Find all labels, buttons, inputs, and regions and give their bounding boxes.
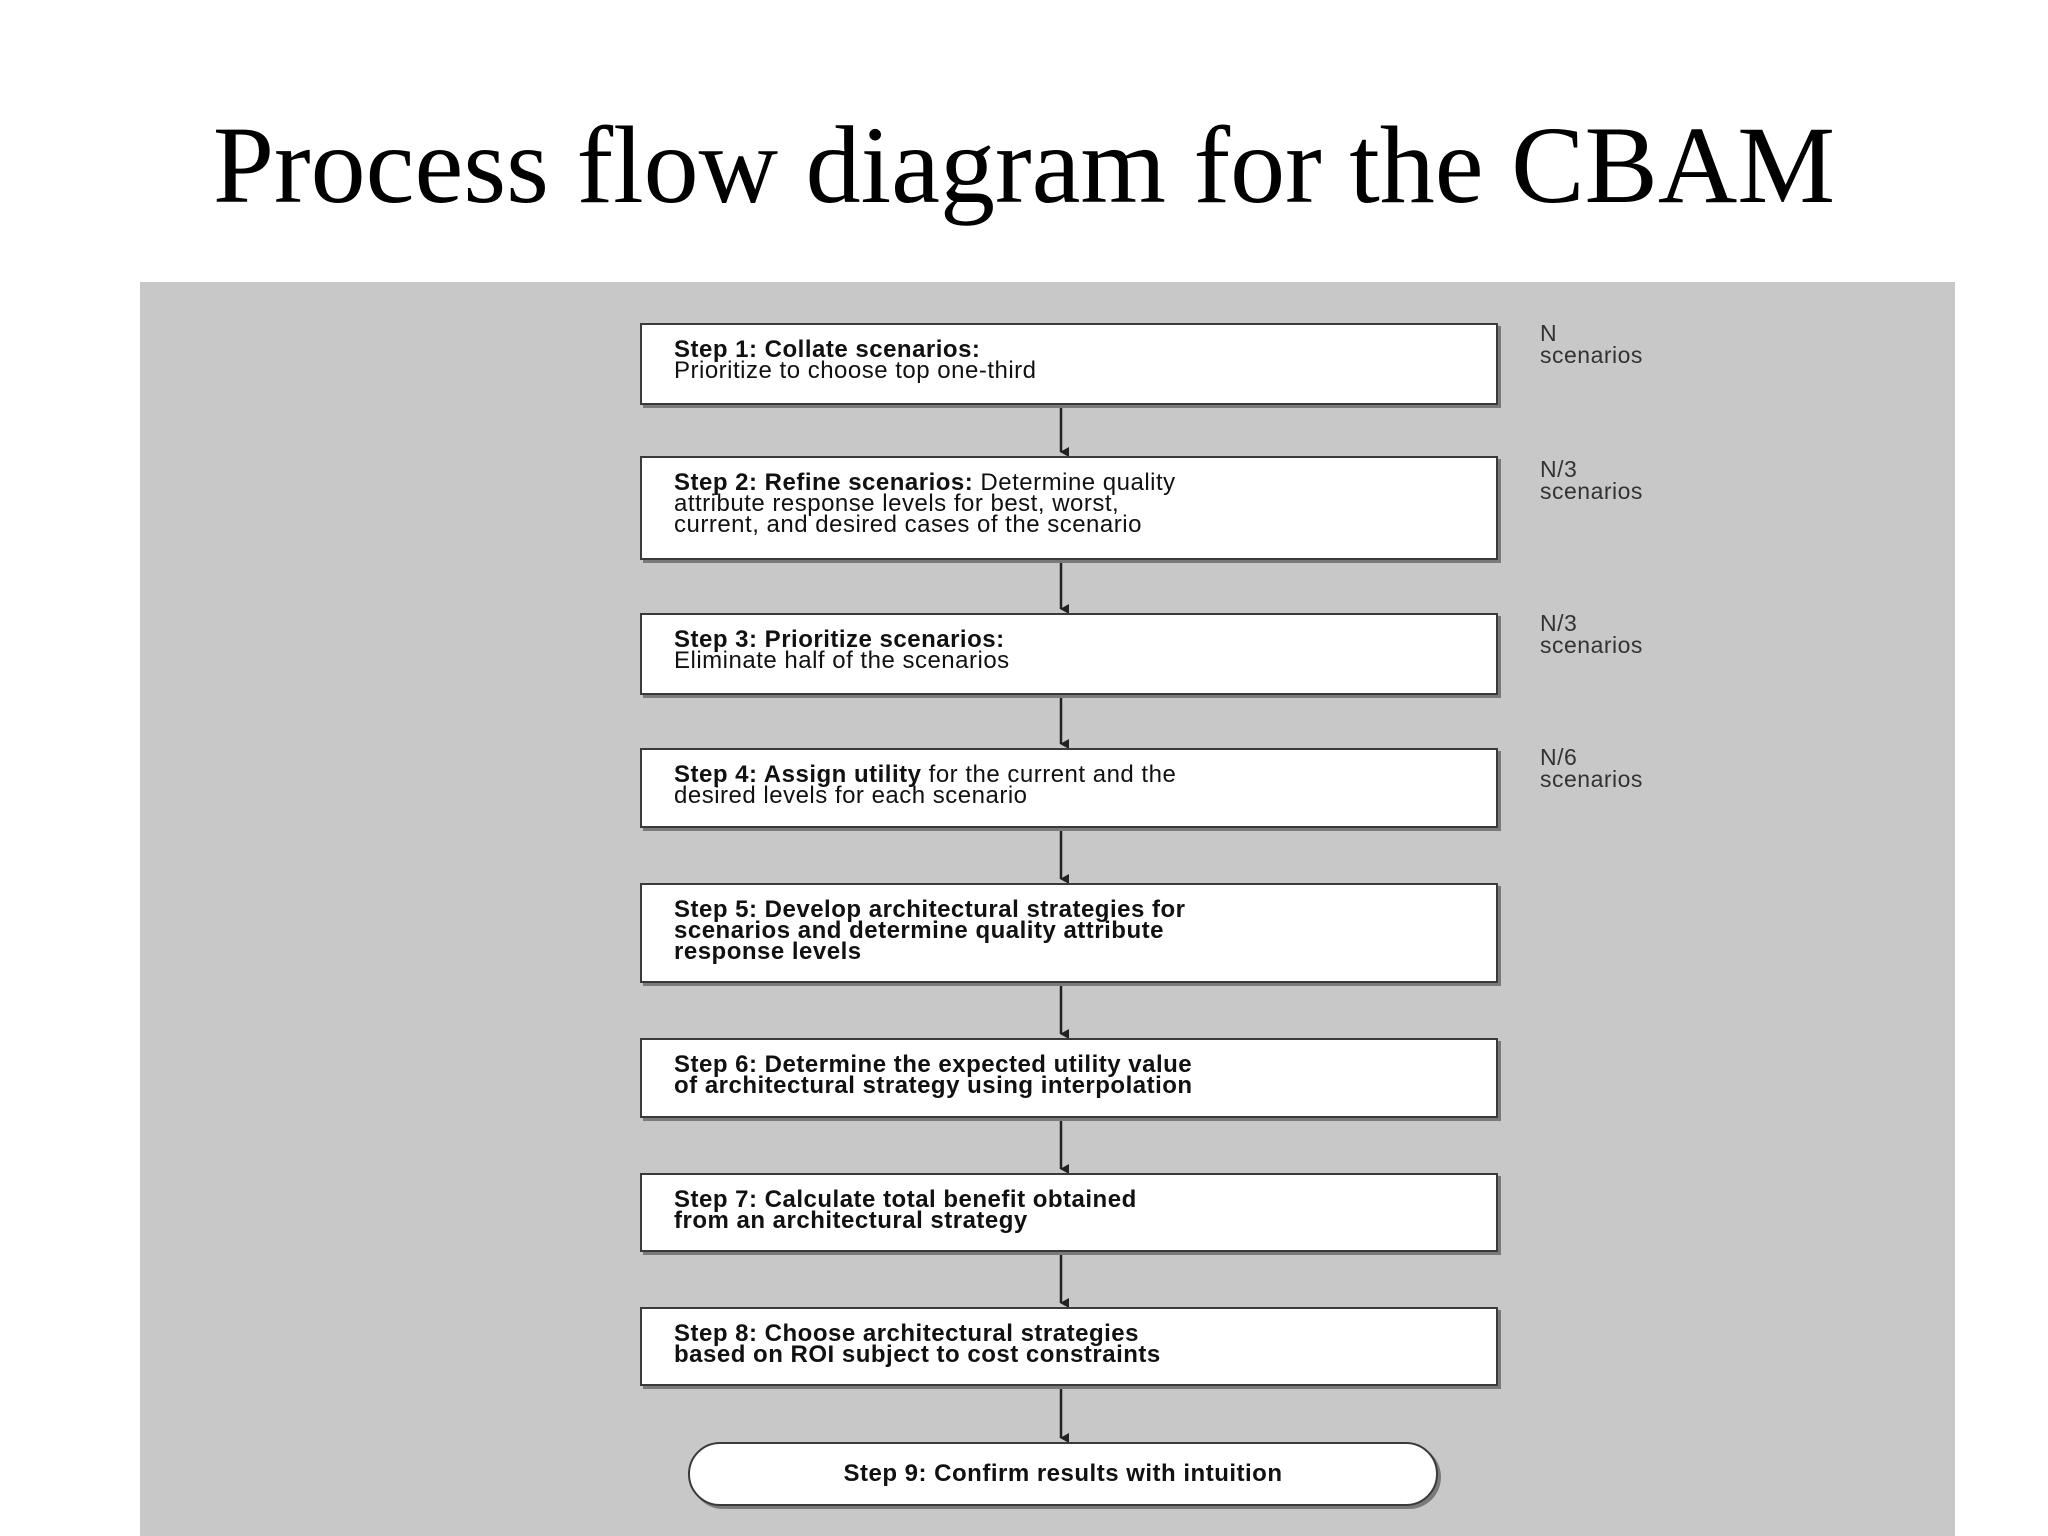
- step-8-text-1: Step 8: Choose architectural strategies: [674, 1320, 1139, 1347]
- step-6-box: Step 6: Determine the expected utility v…: [640, 1038, 1498, 1118]
- step-1-box: Step 1: Collate scenarios: Prioritize to…: [640, 323, 1498, 405]
- step-6-text-1: Step 6: Determine the expected utility v…: [674, 1051, 1193, 1078]
- step-2-box: Step 2: Refine scenarios: Determine qual…: [640, 456, 1498, 560]
- step-5-text-3: response levels: [674, 938, 862, 965]
- step-9-text: Step 9: Confirm results with intuition: [843, 1460, 1283, 1487]
- step-3-box: Step 3: Prioritize scenarios: Eliminate …: [640, 613, 1498, 695]
- diagram-panel: Step 1: Collate scenarios: Prioritize to…: [140, 282, 1955, 1536]
- step-4-box: Step 4: Assign utility for the current a…: [640, 748, 1498, 828]
- step-2-text-1: Determine quality: [973, 469, 1176, 496]
- step-7-text-2: from an architectural strategy: [674, 1207, 1028, 1234]
- flow-arrows: [1059, 405, 1069, 1443]
- step-8-text-2: based on ROI subject to cost constraints: [674, 1341, 1161, 1368]
- step-7-text-1: Step 7: Calculate total benefit obtained: [674, 1186, 1137, 1213]
- step-4-text-2: desired levels for each scenario: [674, 782, 1028, 809]
- step-2-text-3: current, and desired cases of the scenar…: [674, 511, 1142, 538]
- step-5-box: Step 5: Develop architectural strategies…: [640, 883, 1498, 983]
- step-4-text-1: for the current and the: [921, 761, 1177, 788]
- step-4-title: Step 4: Assign utility: [674, 761, 922, 788]
- step-2-text-2: attribute response levels for best, wors…: [674, 490, 1120, 517]
- step-5-text-1: Step 5: Develop architectural strategies…: [674, 896, 1186, 923]
- step-6-text-2: of architectural strategy using interpol…: [674, 1072, 1193, 1099]
- step-3-count: N/3 scenarios: [1540, 610, 1643, 658]
- slide-title: Process flow diagram for the CBAM: [212, 104, 1836, 226]
- step-1-title: Step 1: Collate scenarios:: [674, 336, 981, 363]
- step-5-text-2: scenarios and determine quality attribut…: [674, 917, 1164, 944]
- step-2-count: N/3 scenarios: [1540, 456, 1643, 504]
- step-4-count: N/6 scenarios: [1540, 744, 1643, 792]
- step-8-box: Step 8: Choose architectural strategies …: [640, 1307, 1498, 1386]
- step-3-text: Eliminate half of the scenarios: [674, 647, 1010, 674]
- step-7-box: Step 7: Calculate total benefit obtained…: [640, 1173, 1498, 1252]
- step-1-text: Prioritize to choose top one-third: [674, 357, 1037, 384]
- step-2-title: Step 2: Refine scenarios:: [674, 469, 974, 496]
- step-3-title: Step 3: Prioritize scenarios:: [674, 626, 1005, 653]
- step-1-count: N scenarios: [1540, 320, 1643, 368]
- step-9-terminal: Step 9: Confirm results with intuition: [688, 1442, 1438, 1506]
